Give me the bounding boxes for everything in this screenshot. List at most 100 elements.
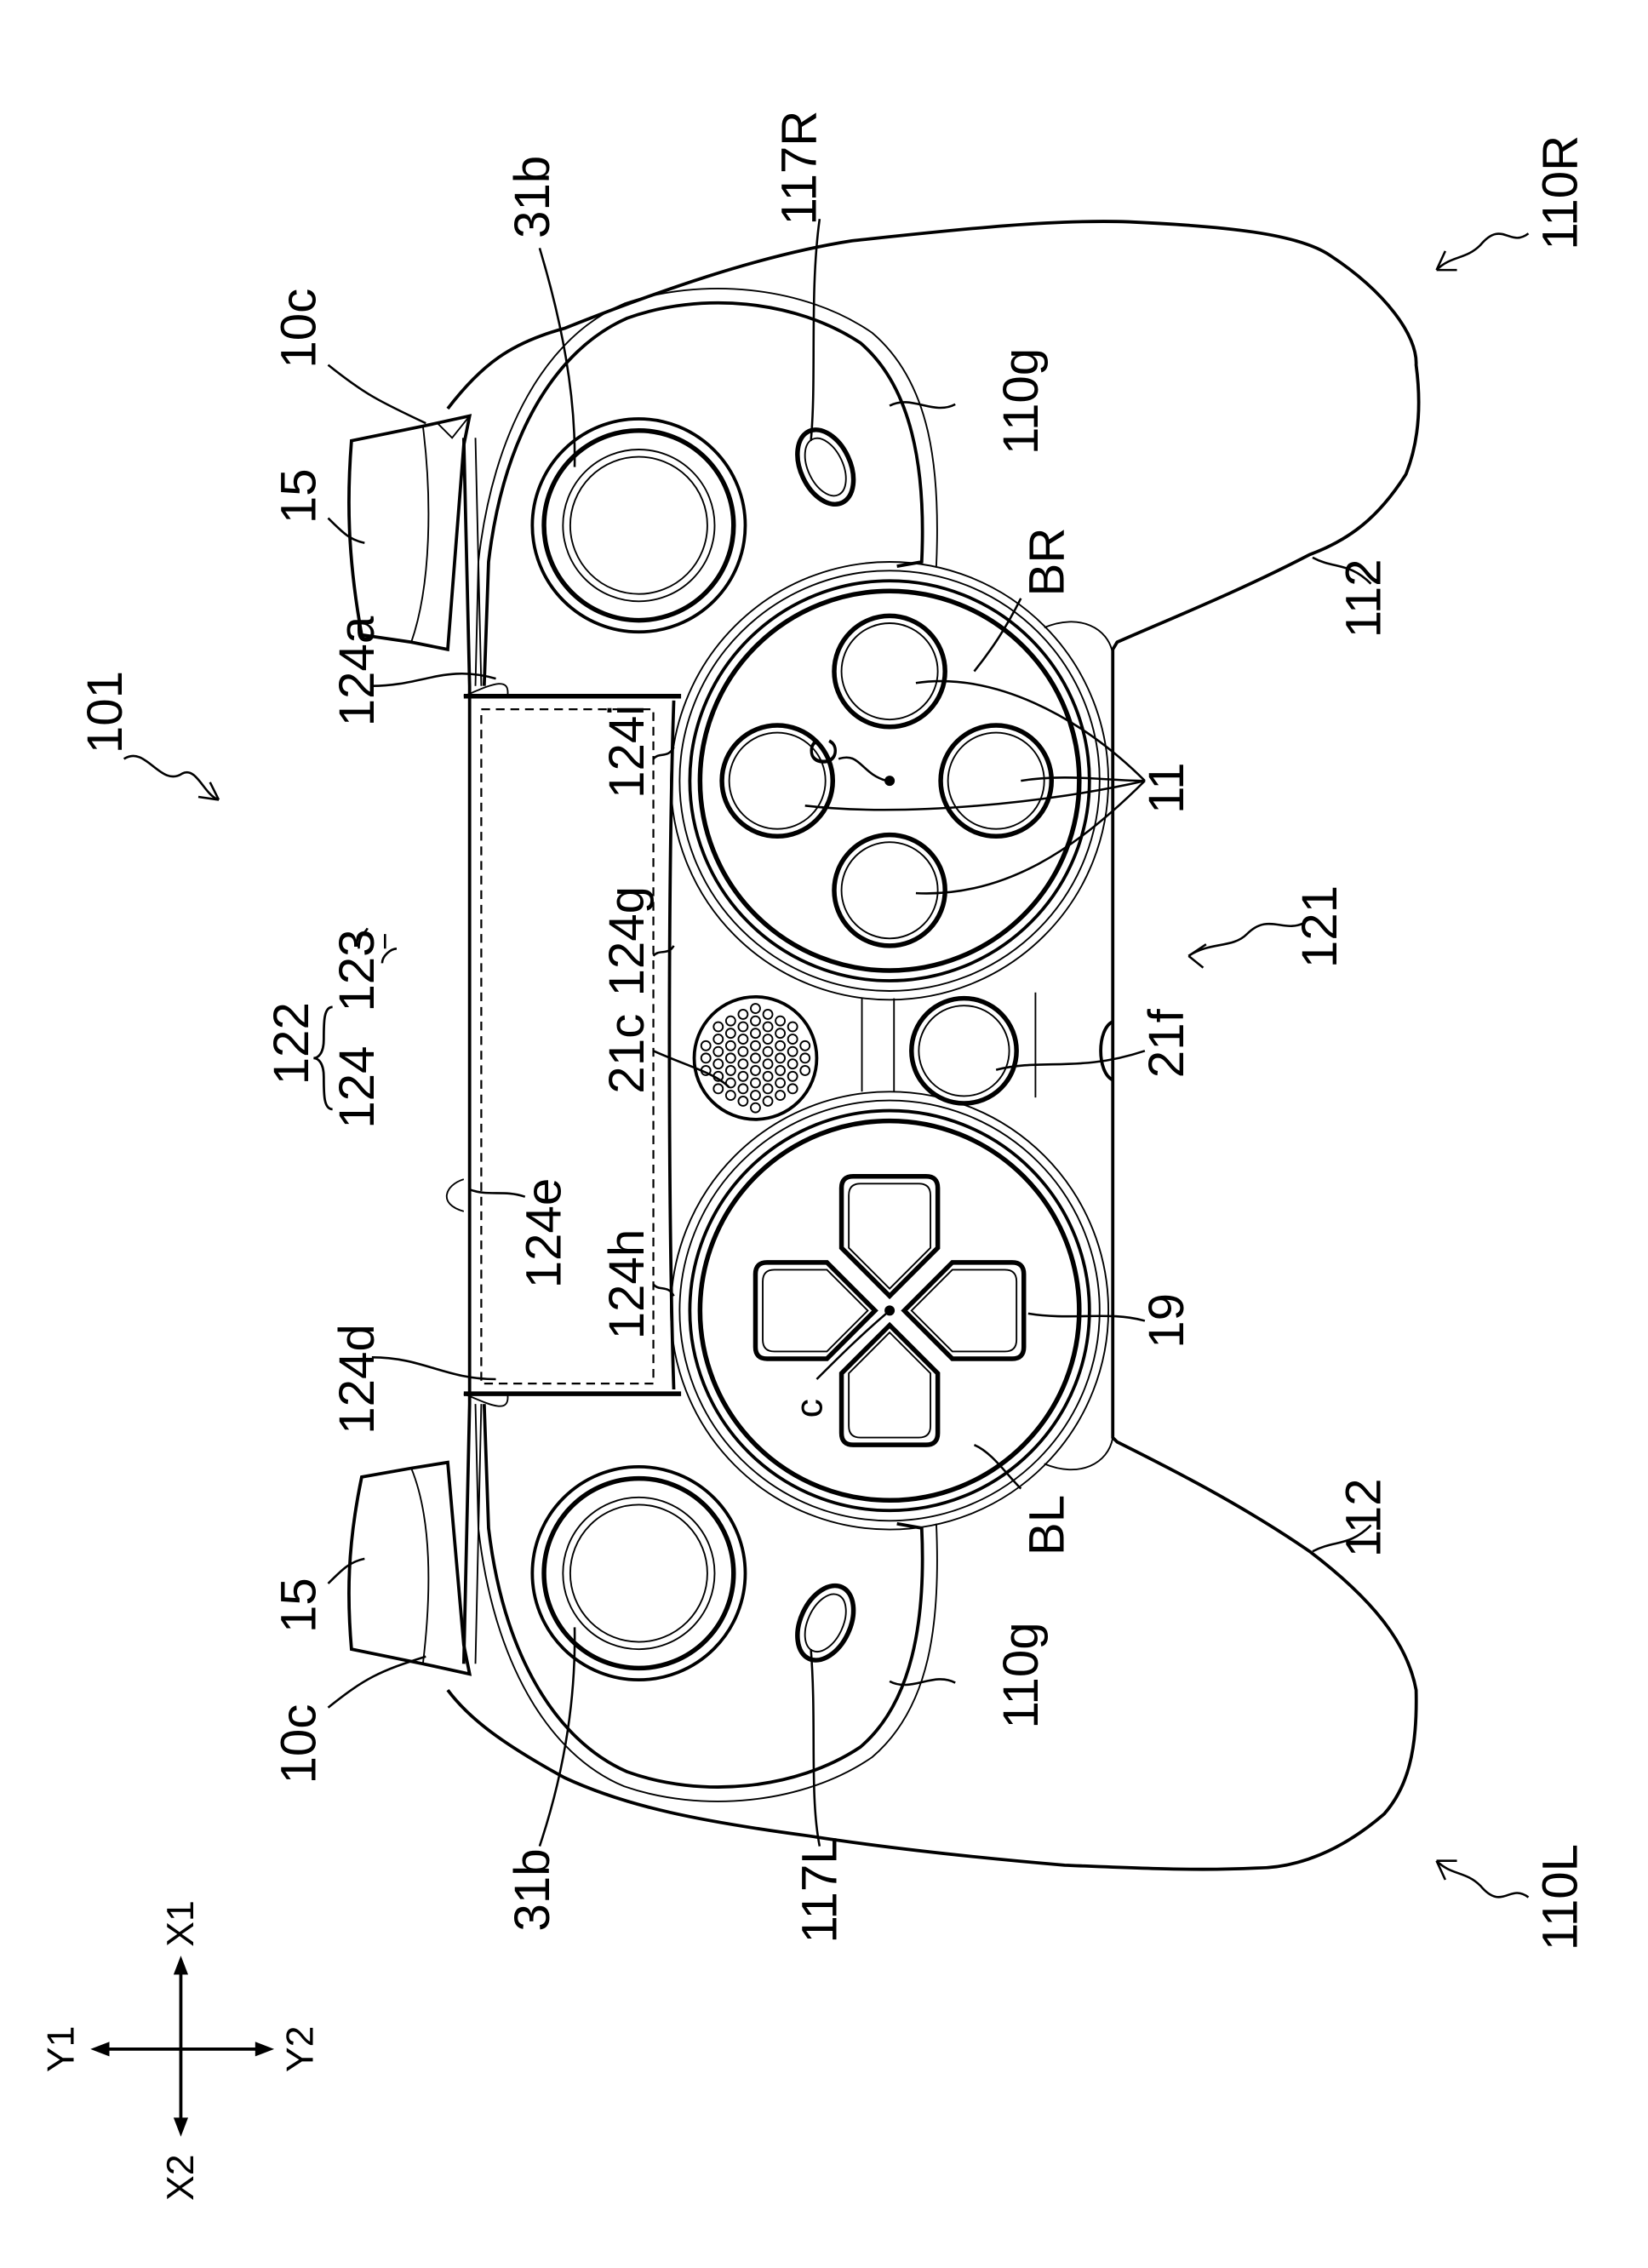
button-base-left-label: BL — [1020, 1495, 1075, 1555]
hole-right-label: 117R — [771, 111, 827, 226]
speaker-hole — [712, 1083, 724, 1095]
speaker-hole — [737, 1021, 749, 1033]
recess-right-outer — [474, 288, 938, 686]
speaker-hole — [787, 1034, 798, 1045]
touchpad-edge-h-label: 124h — [599, 1229, 655, 1340]
axis-x1-label: X1 — [160, 1900, 202, 1947]
hole-left — [795, 1583, 856, 1663]
touchpad-edge-a-label: 124a — [329, 616, 385, 726]
dpad-arm — [838, 1321, 941, 1447]
button-base-right-label: BR — [1020, 528, 1075, 597]
speaker-hole — [737, 1034, 749, 1045]
trigger-left — [347, 1460, 472, 1676]
speaker-hole — [799, 1064, 811, 1076]
speaker-hole — [775, 1090, 787, 1101]
touchpad-edge-d-label: 124d — [329, 1324, 385, 1435]
speaker-hole — [737, 1095, 749, 1107]
center-c-lower: c — [788, 1399, 830, 1418]
recess-left — [482, 1404, 924, 1789]
speaker-hole — [724, 1052, 736, 1064]
speaker-hole — [750, 1015, 761, 1027]
dpad — [752, 1173, 1027, 1447]
speaker-grille — [692, 994, 819, 1121]
recess-right — [482, 301, 924, 686]
speaker-hole — [737, 1070, 749, 1082]
face-buttons — [719, 613, 1055, 948]
trigger-cover-label: 10c — [272, 289, 327, 369]
hole-left-label: 117L — [792, 1836, 847, 1943]
grip-surface-label: 112 — [1336, 1478, 1391, 1557]
speaker-hole — [750, 1003, 761, 1014]
dpad-arm — [838, 1173, 941, 1300]
touchpad-edge-g-label: 124g — [599, 886, 655, 997]
front-panel-label: 121 — [1292, 885, 1348, 968]
face-buttons-label: 11 — [1139, 762, 1194, 813]
grip-left-label: 110L — [1533, 1844, 1588, 1950]
analog-stick-left — [530, 1464, 747, 1682]
recess-label: 110g — [993, 348, 1049, 455]
speaker-hole — [762, 1034, 774, 1045]
touchpad-group-label: 122 — [264, 1002, 319, 1085]
hole-right — [795, 427, 856, 507]
dpad-arm — [762, 1269, 869, 1353]
dpad-arm — [848, 1183, 932, 1291]
speaker-hole — [750, 1077, 761, 1089]
speaker-hole — [762, 1070, 774, 1082]
speaker-hole — [700, 1040, 712, 1051]
speaker-hole — [737, 1058, 749, 1070]
speaker-hole — [724, 1090, 736, 1101]
button-base-right — [670, 561, 1110, 1001]
speaker-hole — [799, 1040, 811, 1051]
speaker-hole — [787, 1058, 798, 1070]
sensor-label: 123 — [329, 929, 385, 1011]
stick-label: 31b — [505, 156, 560, 238]
front-notch — [1099, 1020, 1114, 1082]
axis-x2-label: X2 — [160, 2154, 202, 2201]
speaker-hole — [737, 1008, 749, 1020]
speaker-hole — [762, 1008, 774, 1020]
dpad-arm — [848, 1331, 932, 1439]
assembly-label: 101 — [77, 671, 133, 753]
speaker-hole — [775, 1028, 787, 1040]
center-button — [909, 995, 1019, 1106]
speaker-hole — [724, 1040, 736, 1051]
speaker-hole — [750, 1052, 761, 1064]
trigger-label: 15 — [272, 468, 327, 524]
speaker-hole — [799, 1052, 811, 1064]
speaker-hole — [762, 1095, 774, 1107]
speaker-hole — [750, 1040, 761, 1051]
button-base-left — [670, 1091, 1110, 1531]
dpad-label: 19 — [1139, 1293, 1194, 1349]
speaker-hole — [737, 1083, 749, 1095]
brace-122 — [313, 1005, 333, 1111]
axis-y1-label: Y1 — [40, 2026, 82, 2073]
speaker-hole — [775, 1077, 787, 1089]
stick-label: 31b — [505, 1848, 560, 1931]
speaker-hole — [775, 1015, 787, 1027]
speaker-hole — [762, 1021, 774, 1033]
speaker-hole — [750, 1064, 761, 1076]
speaker-hole — [750, 1102, 761, 1114]
speaker-hole — [750, 1028, 761, 1040]
trigger-cover-label: 10c — [272, 1704, 327, 1784]
speaker-hole — [712, 1045, 724, 1057]
axis-indicator: X1 X2 Y1 Y2 — [40, 1900, 321, 2201]
speaker-hole — [787, 1070, 798, 1082]
touchpad-edge-e-label: 124e — [517, 1178, 572, 1289]
speaker-hole — [762, 1083, 774, 1095]
center-button-label: 21f — [1139, 1008, 1194, 1078]
speaker-hole — [775, 1064, 787, 1076]
speaker-hole — [762, 1045, 774, 1057]
recess-label: 110g — [993, 1622, 1049, 1728]
speaker-hole — [762, 1058, 774, 1070]
speaker-label: 21c — [599, 1014, 655, 1094]
leader-lines — [123, 218, 1530, 1899]
touchpad-label: 124 — [329, 1046, 385, 1129]
recess-left-outer — [474, 1404, 938, 1802]
center-c-upper: C — [804, 738, 845, 765]
dpad-arm — [752, 1260, 878, 1361]
grip-surface-label: 112 — [1336, 558, 1391, 638]
speaker-hole — [724, 1015, 736, 1027]
speaker-hole — [724, 1077, 736, 1089]
